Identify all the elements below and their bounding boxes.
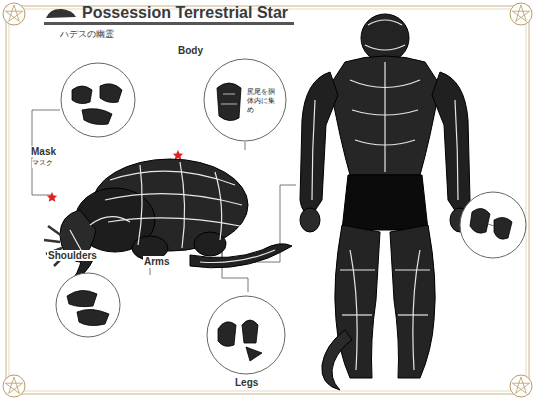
title: Possession Terrestrial Star <box>82 4 288 22</box>
part-name: Mask <box>30 146 57 157</box>
subtitle: ハデスの幽霊 <box>60 28 114 41</box>
detail-circle: Shoulders <box>55 272 121 338</box>
circle-outline <box>206 295 286 375</box>
detail-circle: Maskマスク <box>60 62 136 138</box>
part-note: 尻尾を胴体内に集め <box>247 88 277 114</box>
circle-outline <box>55 272 121 338</box>
part-name: Body <box>177 45 204 56</box>
part-note: マスク <box>32 159 62 168</box>
part-name: Shoulders <box>47 250 98 261</box>
part-name: Legs <box>234 377 259 388</box>
part-name: Arms <box>143 256 171 267</box>
circle-outline <box>60 62 136 138</box>
detail-circle: Body尻尾を胴体内に集め <box>203 58 287 142</box>
detail-circle: Legs <box>206 295 286 375</box>
